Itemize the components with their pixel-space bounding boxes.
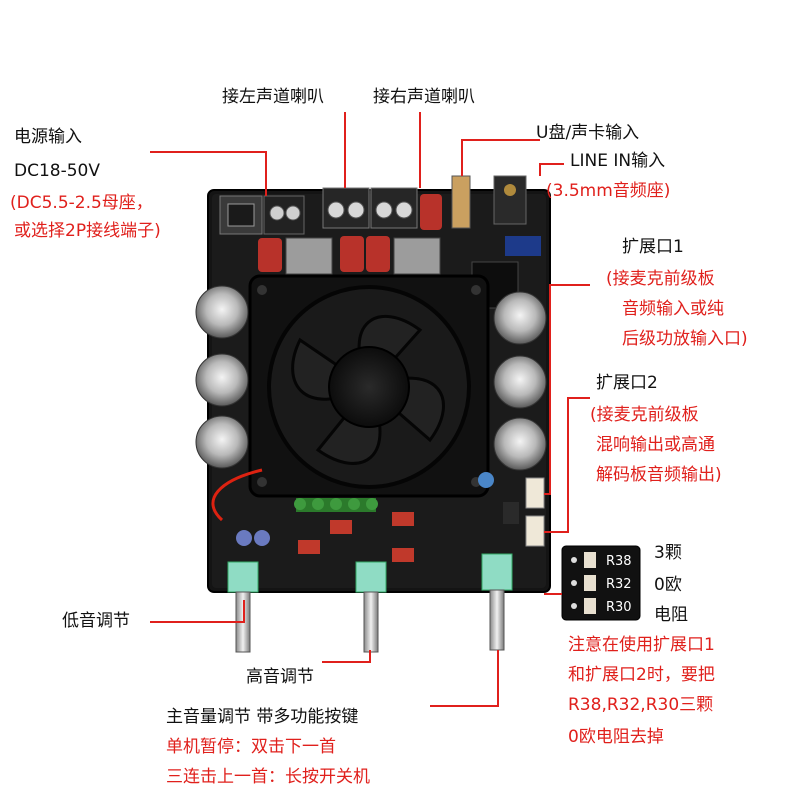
ext2-note-2: 混响输出或高通 — [596, 435, 715, 455]
power-voltage: DC18-50V — [14, 161, 100, 181]
resistor-inset: R38 R32 R30 — [561, 545, 641, 621]
callout-lines — [150, 112, 590, 707]
warning-line-1: 注意在使用扩展口1 — [568, 635, 715, 655]
treble-label: 高音调节 — [246, 667, 314, 687]
expansion-port-2 — [525, 515, 545, 547]
resistor-r30-label: R30 — [606, 600, 632, 615]
warning-line-3: R38,R32,R30三颗 — [568, 695, 714, 715]
line-in-jack — [493, 175, 527, 225]
left-speaker-label: 接左声道喇叭 — [222, 87, 324, 107]
resistor-r38-label: R38 — [606, 554, 632, 569]
warning-line-4: 0欧电阻去掉 — [568, 727, 664, 747]
main-volume-knob — [481, 553, 513, 651]
line-in-label: LINE IN输入 — [570, 151, 666, 171]
main-volume-label: 主音量调节 带多功能按键 — [166, 707, 359, 727]
function-line-2: 三连击上一首：长按开关机 — [166, 767, 370, 787]
expansion-port-1 — [525, 477, 545, 509]
power-title: 电源输入 — [14, 127, 82, 147]
ext2-title: 扩展口2 — [596, 373, 658, 393]
right-speaker-label: 接右声道喇叭 — [373, 87, 475, 107]
ext1-title: 扩展口1 — [622, 237, 684, 257]
ext2-note-1: (接麦克前级板 — [590, 405, 699, 425]
usb-input-label: U盘/声卡输入 — [536, 123, 640, 143]
resistor-ohm-label: 0欧 — [654, 575, 682, 595]
resistor-word-label: 电阻 — [654, 605, 688, 625]
power-note-1: (DC5.5-2.5母座， — [10, 193, 153, 213]
ext2-note-3: 解码板音频输出) — [596, 465, 722, 485]
function-line-1: 单机暂停：双击下一首 — [166, 737, 336, 757]
power-note-2: 或选择2P接线端子) — [14, 221, 161, 241]
line-in-note: (3.5mm音频座) — [546, 181, 671, 201]
treble-knob — [355, 561, 387, 653]
capacitors-right — [493, 291, 547, 471]
resistor-r32-label: R32 — [606, 577, 632, 592]
capacitors-left — [195, 285, 249, 469]
warning-line-2: 和扩展口2时，要把 — [568, 665, 715, 685]
bass-label: 低音调节 — [62, 611, 130, 631]
usb-switch — [451, 175, 471, 229]
resistor-count-label: 3颗 — [654, 543, 682, 563]
ext1-note-2: 音频输入或纯 — [622, 299, 724, 319]
ext1-note-3: 后级功放输入口) — [622, 329, 748, 349]
ext1-note-1: (接麦克前级板 — [606, 269, 715, 289]
